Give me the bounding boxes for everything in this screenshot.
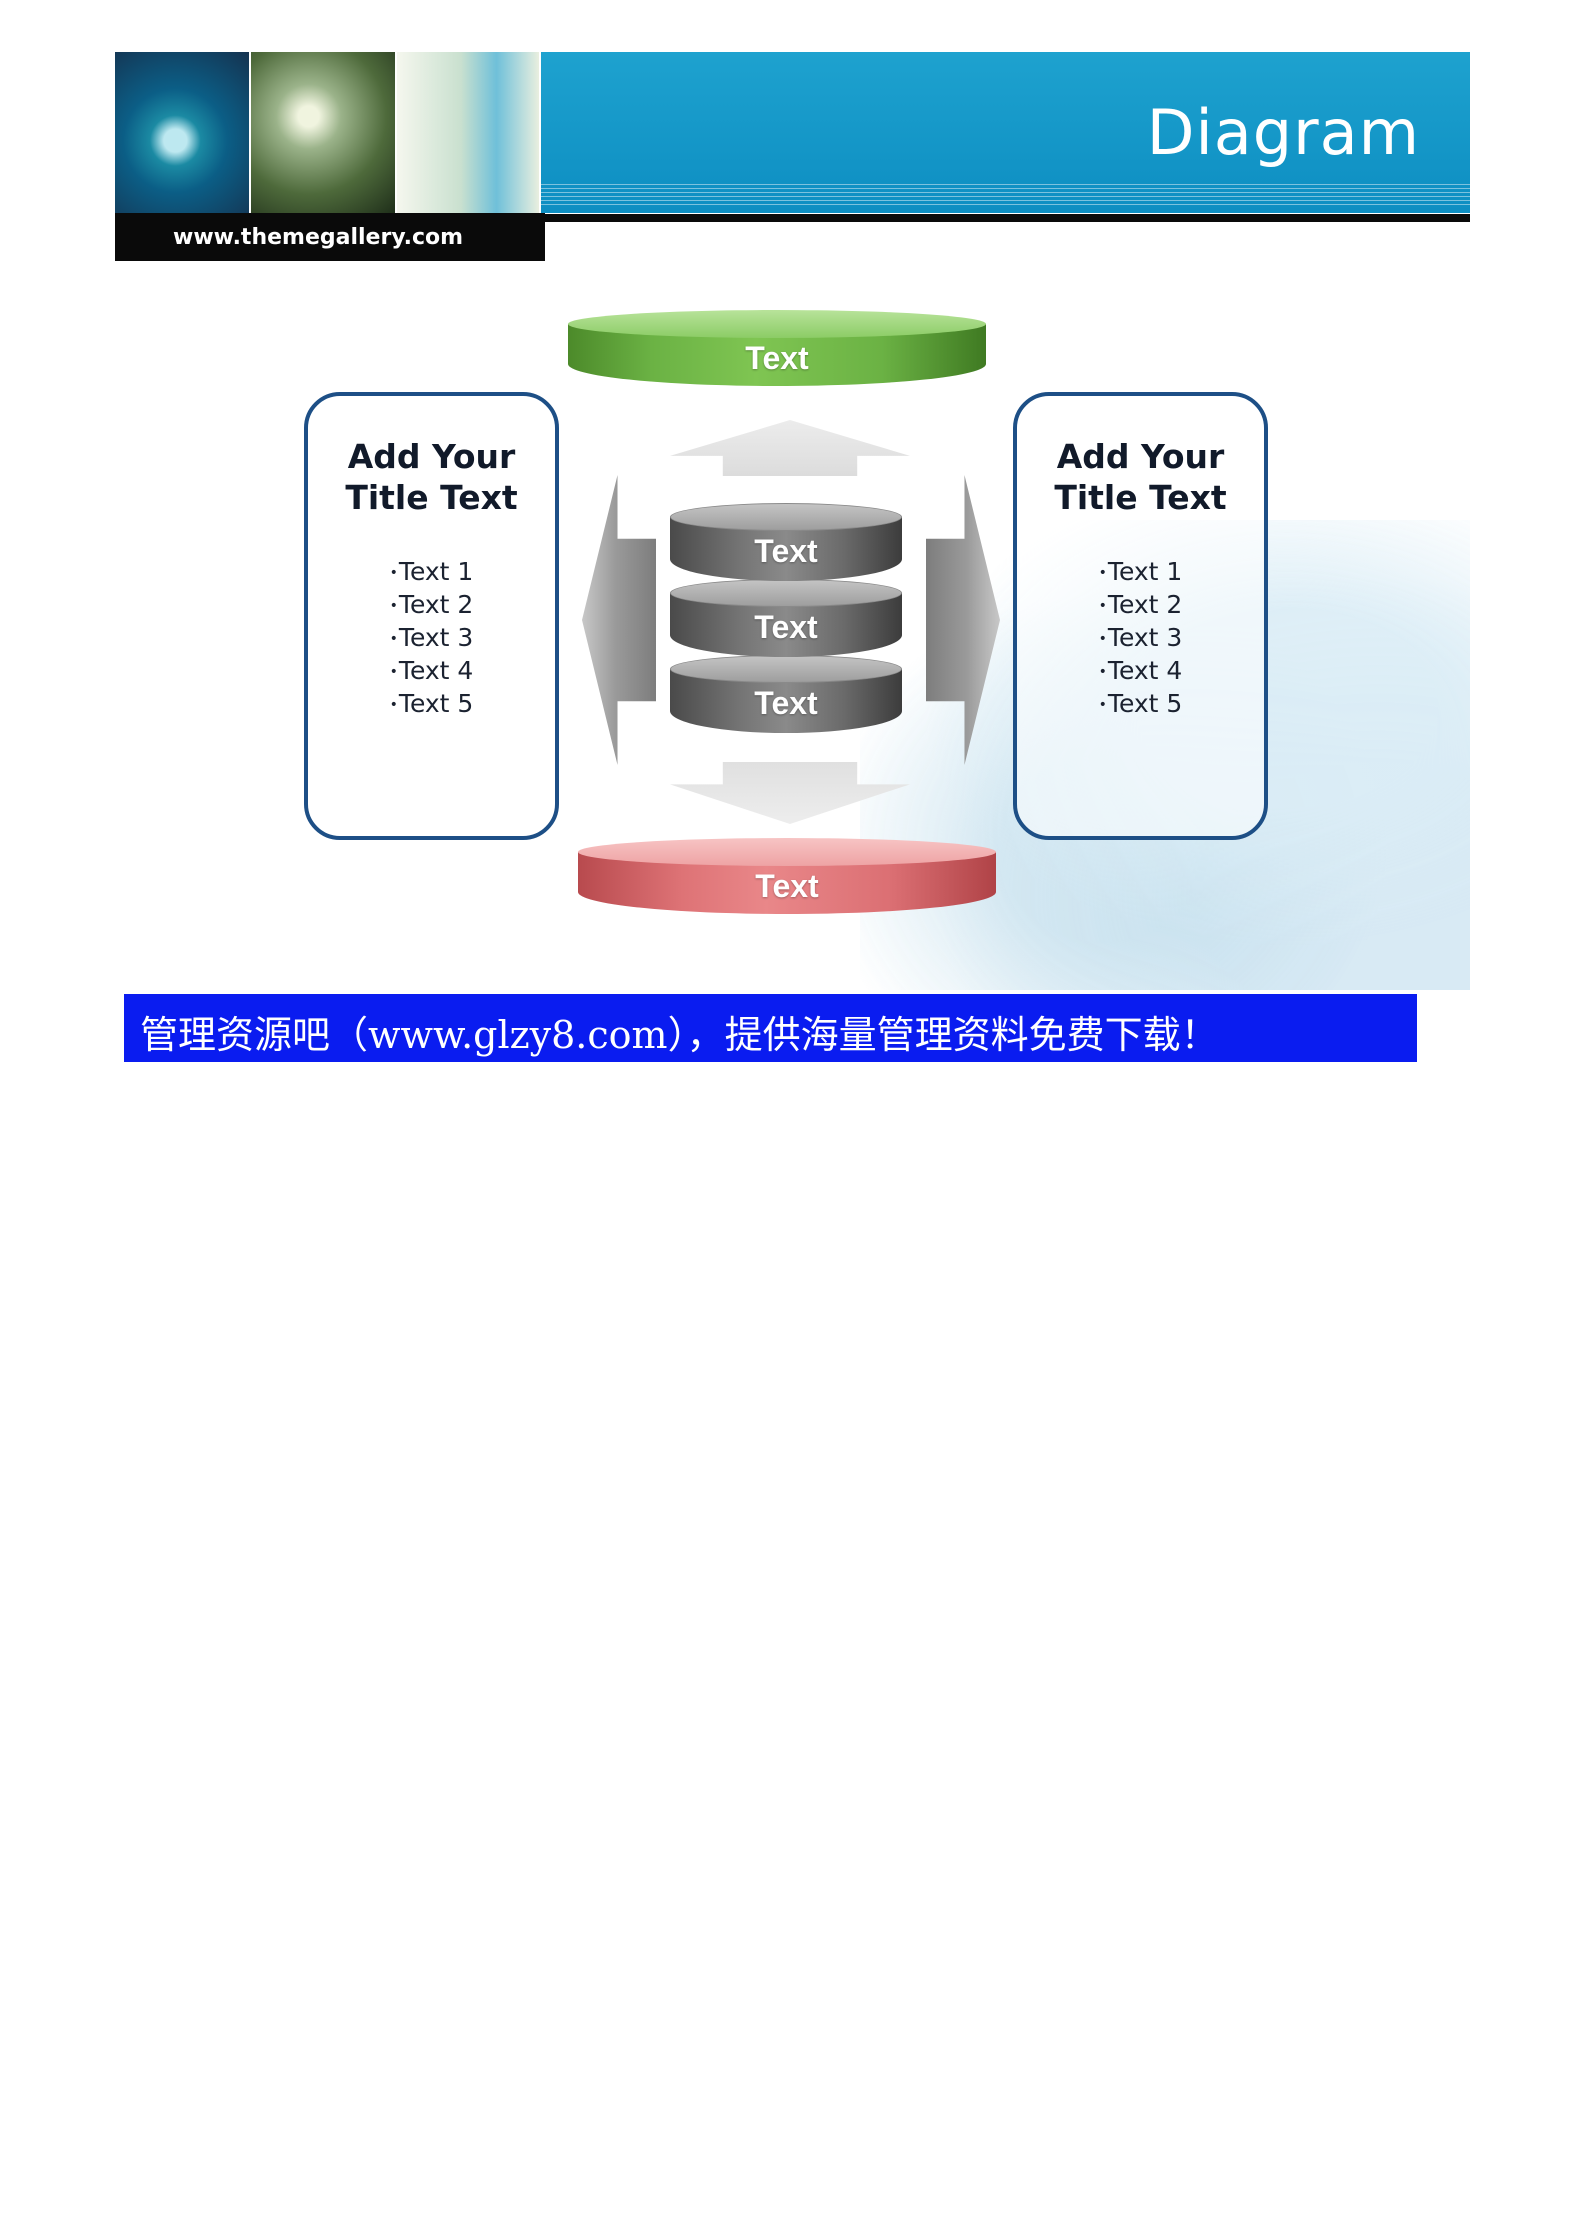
left-text-box: Add Your Title Text Text 1 Text 2 Text 3… (304, 392, 559, 840)
slide-header: Diagram www.themegallery.com (115, 52, 1470, 261)
right-arrow (926, 475, 1000, 765)
list-item: Text 3 (308, 622, 555, 655)
header-photo-ear (115, 52, 249, 213)
header-stripes (541, 184, 1470, 208)
header-divider (541, 214, 1470, 222)
left-arrow (582, 475, 656, 765)
list-item: Text 2 (308, 589, 555, 622)
down-arrow (670, 762, 910, 824)
right-box-title: Add Your Title Text (1054, 437, 1227, 517)
right-box-list: Text 1 Text 2 Text 3 Text 4 Text 5 (1017, 556, 1264, 721)
bottom-disk-label: Text (755, 868, 819, 904)
list-item: Text 4 (308, 655, 555, 688)
top-disk: Text (568, 310, 986, 390)
promo-banner[interactable]: 管理资源吧（www.glzy8.com），提供海量管理资料免费下载！ (124, 994, 1417, 1062)
header-photo-stethoscope (251, 52, 395, 213)
list-item: Text 1 (308, 556, 555, 589)
list-item: Text 2 (1017, 589, 1264, 622)
up-arrow (670, 420, 910, 476)
list-item: Text 1 (1017, 556, 1264, 589)
cylinder-diagram: Text Text Text Text Text (560, 300, 1020, 940)
header-photo-syringe (397, 52, 539, 213)
website-url: www.themegallery.com (173, 225, 464, 250)
url-bar: www.themegallery.com (115, 213, 545, 261)
stack-disk-2: Text (670, 579, 902, 661)
slide-title: Diagram (1146, 96, 1420, 169)
stack-disk-3: Text (670, 655, 902, 737)
left-box-title: Add Your Title Text (345, 437, 518, 517)
stack-disk-1-label: Text (754, 533, 818, 569)
stack-disk-2-label: Text (754, 609, 818, 645)
cylinder-stack: Text Text Text (670, 503, 902, 748)
stack-disk-1: Text (670, 503, 902, 585)
list-item: Text 5 (308, 688, 555, 721)
list-item: Text 3 (1017, 622, 1264, 655)
list-item: Text 4 (1017, 655, 1264, 688)
bottom-disk: Text (578, 838, 996, 918)
top-disk-label: Text (745, 340, 809, 376)
banner-text: 管理资源吧（www.glzy8.com），提供海量管理资料免费下载！ (140, 1013, 1219, 1057)
right-text-box: Add Your Title Text Text 1 Text 2 Text 3… (1013, 392, 1268, 840)
stack-disk-3-label: Text (754, 685, 818, 721)
left-box-list: Text 1 Text 2 Text 3 Text 4 Text 5 (308, 556, 555, 721)
list-item: Text 5 (1017, 688, 1264, 721)
header-title-band: Diagram (541, 52, 1470, 213)
